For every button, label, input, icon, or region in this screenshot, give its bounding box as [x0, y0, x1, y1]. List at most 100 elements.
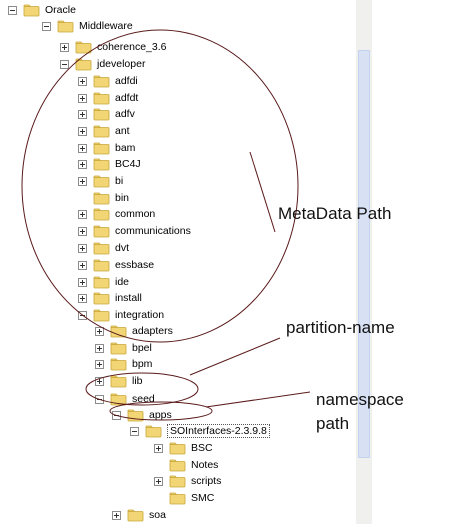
- folder-icon: [57, 20, 74, 32]
- expand-icon[interactable]: [78, 260, 87, 270]
- expand-icon[interactable]: [95, 359, 104, 369]
- tree-node[interactable]: essbase: [78, 257, 154, 273]
- tree-node[interactable]: common: [78, 206, 155, 222]
- tree-node[interactable]: communications: [78, 223, 191, 239]
- tree-node[interactable]: scripts: [154, 473, 221, 489]
- tree-node-label: bi: [115, 175, 124, 187]
- tree-node[interactable]: adfdi: [78, 73, 138, 89]
- folder-icon: [169, 459, 186, 471]
- folder-icon: [110, 375, 127, 387]
- folder-icon: [127, 509, 144, 521]
- metadata-pointer-line: [249, 151, 276, 233]
- tree-node[interactable]: adfdt: [78, 90, 138, 106]
- tree-node-label: adfdt: [115, 92, 139, 104]
- folder-icon: [93, 242, 110, 254]
- tree-node[interactable]: SOInterfaces-2.3.9.8: [130, 423, 270, 439]
- folder-icon: [169, 492, 186, 504]
- expand-icon[interactable]: [78, 159, 87, 169]
- folder-icon: [93, 208, 110, 220]
- folder-icon: [93, 175, 110, 187]
- expand-icon[interactable]: [154, 443, 163, 453]
- tree-node[interactable]: bpel: [95, 340, 152, 356]
- tree-node-label: bpel: [132, 342, 152, 354]
- tree-node-label: scripts: [191, 475, 222, 487]
- tree-node[interactable]: jdeveloper: [60, 56, 145, 72]
- tree-node[interactable]: coherence_3.6: [60, 39, 166, 55]
- tree-node[interactable]: adapters: [95, 323, 173, 339]
- tree-node[interactable]: soa: [112, 507, 166, 523]
- tree-node-label: essbase: [115, 259, 155, 271]
- expand-icon[interactable]: [78, 176, 87, 186]
- tree-node[interactable]: ant: [78, 123, 130, 139]
- tree-node[interactable]: Notes: [154, 457, 218, 473]
- expand-icon[interactable]: [78, 226, 87, 236]
- expand-icon[interactable]: [78, 93, 87, 103]
- tree-node[interactable]: ide: [78, 274, 129, 290]
- scrollbar-thumb[interactable]: [358, 50, 370, 458]
- tree-node[interactable]: Oracle: [8, 2, 76, 18]
- vertical-scrollbar[interactable]: [356, 0, 372, 524]
- folder-icon: [93, 158, 110, 170]
- expand-icon[interactable]: [78, 76, 87, 86]
- tree-node-label: BC4J: [115, 158, 141, 170]
- tree-node[interactable]: adfv: [78, 106, 135, 122]
- namespace-label: namespace: [316, 390, 404, 409]
- tree-node-label: SMC: [191, 492, 215, 504]
- expand-icon[interactable]: [95, 376, 104, 386]
- apps-ellipse: [109, 401, 213, 421]
- tree-node-label: coherence_3.6: [97, 41, 167, 53]
- expand-icon[interactable]: [78, 109, 87, 119]
- tree-node-label: ant: [115, 125, 130, 137]
- folder-icon: [110, 358, 127, 370]
- tree-node-label: ide: [115, 276, 130, 288]
- folder-icon: [169, 442, 186, 454]
- tree-node[interactable]: bpm: [95, 356, 152, 372]
- tree-node-label: lib: [132, 375, 143, 387]
- expand-icon[interactable]: [78, 243, 87, 253]
- tree-node[interactable]: Middleware: [42, 18, 133, 34]
- tree-node-label: dvt: [115, 242, 130, 254]
- tree-node[interactable]: install: [78, 290, 142, 306]
- expand-icon[interactable]: [60, 42, 69, 52]
- tree-node[interactable]: dvt: [78, 240, 129, 256]
- expand-icon[interactable]: [154, 476, 163, 486]
- tree-node-label: BSC: [191, 442, 213, 454]
- tree-node-label: Middleware: [79, 20, 133, 32]
- folder-icon: [110, 342, 127, 354]
- expand-icon[interactable]: [78, 293, 87, 303]
- metadata-ellipse: [21, 29, 299, 343]
- tree-node[interactable]: BC4J: [78, 156, 141, 172]
- tree-node[interactable]: bin: [78, 190, 129, 206]
- collapse-icon[interactable]: [130, 426, 139, 436]
- collapse-icon[interactable]: [8, 5, 17, 15]
- folder-icon: [93, 225, 110, 237]
- tree-node-label: adfv: [115, 108, 135, 120]
- folder-icon: [23, 4, 40, 16]
- tree-node[interactable]: BSC: [154, 440, 213, 456]
- tree-node-label: Notes: [191, 459, 219, 471]
- expand-icon[interactable]: [78, 277, 87, 287]
- partition-name-label: partition-name: [286, 318, 395, 337]
- tree-node[interactable]: lib: [95, 373, 143, 389]
- tree-node-label: bin: [115, 192, 130, 204]
- tree-node[interactable]: SMC: [154, 490, 214, 506]
- expand-icon[interactable]: [78, 143, 87, 153]
- expand-icon[interactable]: [78, 209, 87, 219]
- tree-node[interactable]: bi: [78, 173, 123, 189]
- tree-node-label: adfdi: [115, 75, 138, 87]
- collapse-icon[interactable]: [42, 21, 51, 31]
- folder-icon: [169, 475, 186, 487]
- expand-icon[interactable]: [95, 343, 104, 353]
- tree-node-label: adapters: [132, 325, 173, 337]
- folder-icon: [93, 75, 110, 87]
- seed-ellipse: [85, 372, 199, 406]
- expand-icon[interactable]: [112, 510, 121, 520]
- collapse-icon[interactable]: [60, 59, 69, 69]
- expand-icon[interactable]: [95, 326, 104, 336]
- tree-node[interactable]: bam: [78, 140, 135, 156]
- metadata-path-label: MetaData Path: [278, 204, 392, 223]
- expand-icon[interactable]: [78, 126, 87, 136]
- tree-node-label: jdeveloper: [97, 58, 146, 70]
- tree-node-label: common: [115, 208, 156, 220]
